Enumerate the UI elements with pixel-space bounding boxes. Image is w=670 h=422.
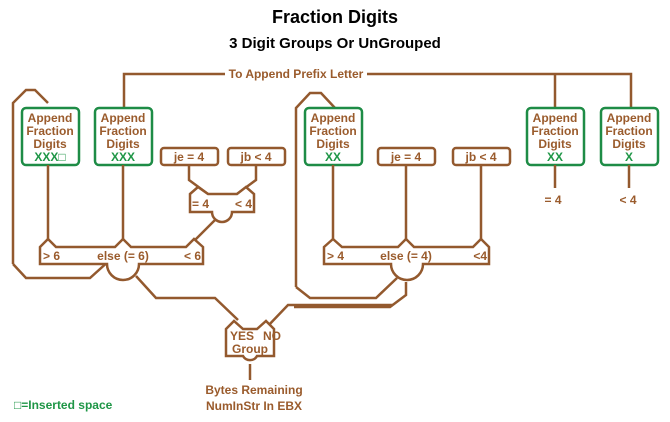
merge-six-node: > 6 else (= 6) < 6: [38, 237, 205, 282]
top-bus-label: To Append Prefix Letter: [229, 67, 364, 81]
svg-text:XX: XX: [325, 150, 341, 164]
svg-text:Digits: Digits: [612, 137, 646, 151]
svg-text:XXX: XXX: [111, 150, 135, 164]
append-box-4: Append Fraction Digits XX: [525, 106, 586, 167]
cond-left-jb: jb < 4: [226, 146, 287, 167]
entry-label-line2: NumInStr In EBX: [206, 399, 302, 413]
output-eq4: = 4: [544, 193, 561, 207]
mid-loop-bottom: [295, 277, 398, 300]
svg-text:Digits: Digits: [33, 137, 67, 151]
cond-right-je: je = 4: [376, 146, 437, 167]
diagram-title: Fraction Digits: [272, 7, 398, 27]
output-lt4: < 4: [619, 193, 636, 207]
svg-text:Digits: Digits: [316, 137, 350, 151]
merge-four-node: > 4 else (= 4) <4: [322, 237, 491, 282]
svg-text:< 6: < 6: [184, 249, 201, 263]
svg-text:else (= 6): else (= 6): [97, 249, 149, 263]
svg-text:Append: Append: [607, 111, 652, 125]
mid-loop-line: [294, 91, 336, 287]
append-box-1: Append Fraction Digits XXX□: [20, 106, 81, 167]
svg-text:jb < 4: jb < 4: [239, 150, 271, 164]
svg-text:< 4: < 4: [235, 197, 252, 211]
svg-text:je = 4: je = 4: [173, 150, 205, 164]
svg-text:Append: Append: [311, 111, 356, 125]
small-merge-node: = 4 < 4: [188, 185, 256, 224]
svg-text:Digits: Digits: [538, 137, 572, 151]
svg-text:Fraction: Fraction: [99, 124, 146, 138]
svg-text:else (= 4): else (= 4): [380, 249, 432, 263]
merge-four-out: [265, 303, 393, 329]
svg-text:je = 4: je = 4: [390, 150, 422, 164]
append-box-3: Append Fraction Digits XX: [303, 106, 364, 167]
top-bus: To Append Prefix Letter: [122, 67, 633, 108]
cond-left-je: je = 4: [159, 146, 220, 167]
append-box-2: Append Fraction Digits XXX: [93, 106, 154, 167]
svg-text:NO: NO: [263, 329, 281, 343]
merge-six-out: [135, 275, 239, 321]
svg-text:<4: <4: [473, 249, 487, 263]
svg-text:Append: Append: [28, 111, 73, 125]
svg-text:Group: Group: [232, 342, 268, 356]
svg-text:YES: YES: [230, 329, 254, 343]
svg-text:Fraction: Fraction: [309, 124, 356, 138]
legend-inserted-space: □=Inserted space: [14, 398, 113, 412]
cond-right-jb: jb < 4: [451, 146, 512, 167]
svg-text:Fraction: Fraction: [605, 124, 652, 138]
svg-text:Fraction: Fraction: [531, 124, 578, 138]
svg-text:Append: Append: [533, 111, 578, 125]
svg-text:Fraction: Fraction: [26, 124, 73, 138]
group-merge-node: YES NO Group: [224, 319, 281, 362]
diagram-subtitle: 3 Digit Groups Or UnGrouped: [229, 35, 441, 52]
append-box-5: Append Fraction Digits X: [599, 106, 660, 167]
svg-text:= 4: = 4: [192, 197, 209, 211]
svg-text:X: X: [625, 150, 633, 164]
svg-text:XX: XX: [547, 150, 563, 164]
left-loop-line: [11, 88, 49, 264]
left-loop-bottom: [12, 259, 111, 280]
small-merge-out: [193, 219, 216, 242]
mid-loop-bottom2: [294, 282, 408, 309]
svg-text:XXX□: XXX□: [34, 150, 65, 164]
svg-text:Digits: Digits: [106, 137, 140, 151]
svg-text:Append: Append: [101, 111, 146, 125]
svg-text:> 4: > 4: [327, 249, 344, 263]
svg-text:jb < 4: jb < 4: [464, 150, 496, 164]
svg-text:> 6: > 6: [43, 249, 60, 263]
entry-label-line1: Bytes Remaining: [205, 383, 302, 397]
